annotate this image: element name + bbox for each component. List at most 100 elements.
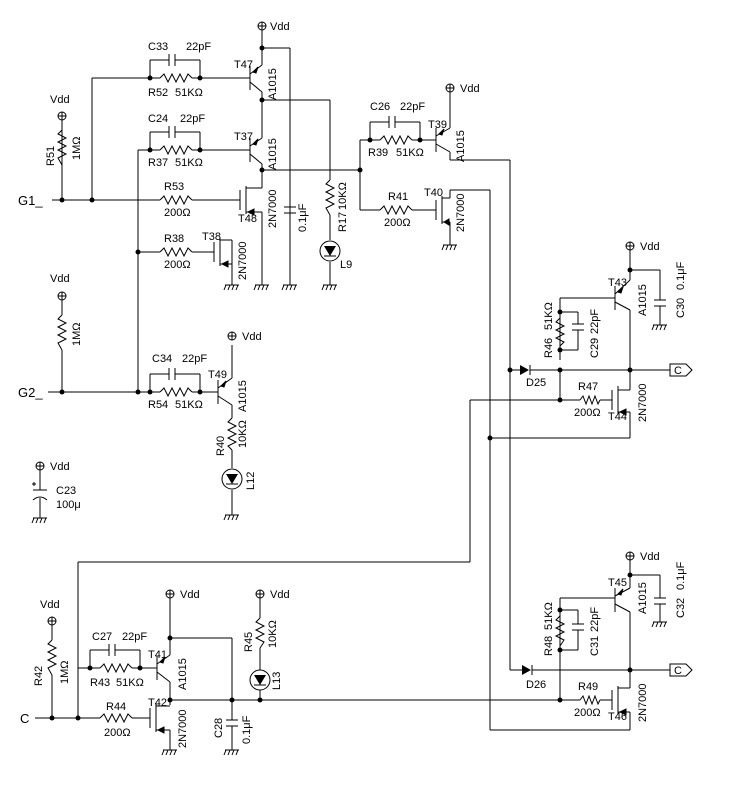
resistor-r42 (46, 639, 58, 676)
svg-text:Vdd: Vdd (50, 273, 70, 285)
wires (35, 30, 670, 750)
transistor-t47 (249, 64, 263, 93)
transistor-t41 (156, 654, 171, 683)
output-connectors: C C (669, 363, 693, 677)
diodes (520, 365, 533, 675)
label-t45: T45 (608, 577, 627, 589)
label-t44: T44 (608, 411, 627, 423)
label-c32-val: 0.1μF (675, 561, 687, 590)
label-r54: R54 (148, 399, 168, 411)
leds (221, 240, 341, 691)
output-c-bottom: C (669, 663, 693, 677)
label-r37-val: 51KΩ (175, 157, 203, 169)
resistor-r47 (579, 394, 601, 406)
label-r48: R48 (543, 636, 555, 656)
label-t49: T49 (208, 369, 227, 381)
transistor-t45 (614, 587, 631, 613)
resistor-r49 (579, 694, 601, 706)
svg-text:Vdd: Vdd (180, 589, 200, 601)
label-c23: C23 (56, 485, 76, 497)
label-r46-val: 51KΩ (543, 302, 555, 330)
ground-icon (253, 284, 270, 291)
resistor-r43 (99, 662, 133, 674)
label-r44: R44 (106, 701, 126, 713)
label-c29: C29 (589, 338, 601, 358)
label-r49: R49 (578, 681, 598, 693)
transistor-t43 (614, 279, 631, 311)
label-t38: T38 (202, 231, 221, 243)
label-t39-type: A1015 (455, 130, 467, 162)
capacitor-c24 (165, 126, 180, 138)
led-l9 (319, 240, 341, 262)
transistor-t42 (149, 704, 171, 734)
diode-d25 (520, 365, 531, 375)
label-c24-val: 22pF (180, 113, 205, 125)
label-c30-val: 0.1μF (675, 261, 687, 290)
label-l9: L9 (340, 259, 352, 271)
vdd-icon: Vdd (50, 273, 70, 301)
capacitor-c28 (226, 719, 238, 732)
vdd-icon: Vdd (445, 83, 480, 95)
label-c28-val: 0.1μF (241, 715, 253, 744)
resistor-r44 (99, 712, 133, 724)
label-c26-val: 22pF (400, 101, 425, 113)
label-c33-val: 22pF (186, 41, 211, 53)
resistor-rg2 (56, 314, 68, 351)
label-t37-type: A1015 (267, 138, 279, 170)
transistor-t46 (611, 686, 630, 716)
label-r17-val: 10KΩ (337, 182, 349, 210)
ground-icon (281, 284, 298, 291)
label-t42: T42 (148, 697, 167, 709)
vdd-symbols: Vdd Vdd Vdd Vdd Vdd Vdd Vdd Vdd Vdd Vdd … (35, 21, 660, 626)
resistor-r37 (159, 144, 193, 156)
vdd-icon: Vdd (255, 589, 290, 601)
label-r51: R51 (45, 146, 57, 166)
capacitor-c30 (654, 299, 666, 310)
label-t43-type: A1015 (637, 284, 649, 316)
vdd-icon: Vdd (165, 589, 200, 601)
label-r41: R41 (388, 191, 408, 203)
resistor-r51 (56, 129, 68, 166)
label-t49-type: A1015 (237, 380, 249, 412)
label-r45: R45 (243, 632, 255, 652)
label-r53-val: 200Ω (164, 207, 191, 219)
input-g1: G1_ (18, 193, 43, 208)
label-t47: T47 (234, 59, 253, 71)
capacitor-c33 (165, 54, 180, 66)
mosfet-transistors (149, 185, 630, 734)
label-c30: C30 (675, 298, 687, 318)
input-g2: G2_ (18, 385, 43, 400)
label-r52-val: 51KΩ (175, 87, 203, 99)
component-labels: T47 A1015 T37 A1015 T48 2N7000 T38 2N700… (33, 41, 687, 748)
resistor-r53 (159, 194, 193, 206)
label-c31-val: 22pF (589, 607, 601, 632)
label-l12: L12 (245, 472, 257, 490)
vdd-icon: Vdd (40, 599, 60, 626)
label-r47: R47 (578, 381, 598, 393)
label-r39: R39 (368, 147, 388, 159)
label-c23-val: 100μ (56, 499, 81, 511)
label-r43-val: 51KΩ (116, 677, 144, 689)
output-c-top: C (669, 363, 693, 377)
label-r43: R43 (90, 677, 110, 689)
resistor-r39 (379, 134, 413, 146)
transistor-t44 (611, 386, 630, 416)
label-r49-val: 200Ω (574, 707, 601, 719)
vdd-icon: Vdd (35, 461, 70, 473)
label-t40: T40 (424, 187, 443, 199)
label-c34-val: 22pF (182, 353, 207, 365)
vdd-icon: Vdd (625, 241, 660, 253)
label-c31: C31 (589, 636, 601, 656)
transistor-t38 (213, 238, 233, 285)
label-r47-val: 200Ω (574, 407, 601, 419)
ground-icon (321, 284, 338, 291)
led-l13 (249, 669, 271, 691)
label-t48-type: 2N7000 (267, 189, 279, 228)
label-r45-val: 10KΩ (267, 620, 279, 648)
bjt-transistors (156, 64, 631, 683)
label-t39: T39 (428, 119, 447, 131)
capacitor-c26 (385, 116, 400, 128)
resistor-r54 (159, 386, 193, 398)
svg-text:Vdd: Vdd (640, 551, 660, 563)
